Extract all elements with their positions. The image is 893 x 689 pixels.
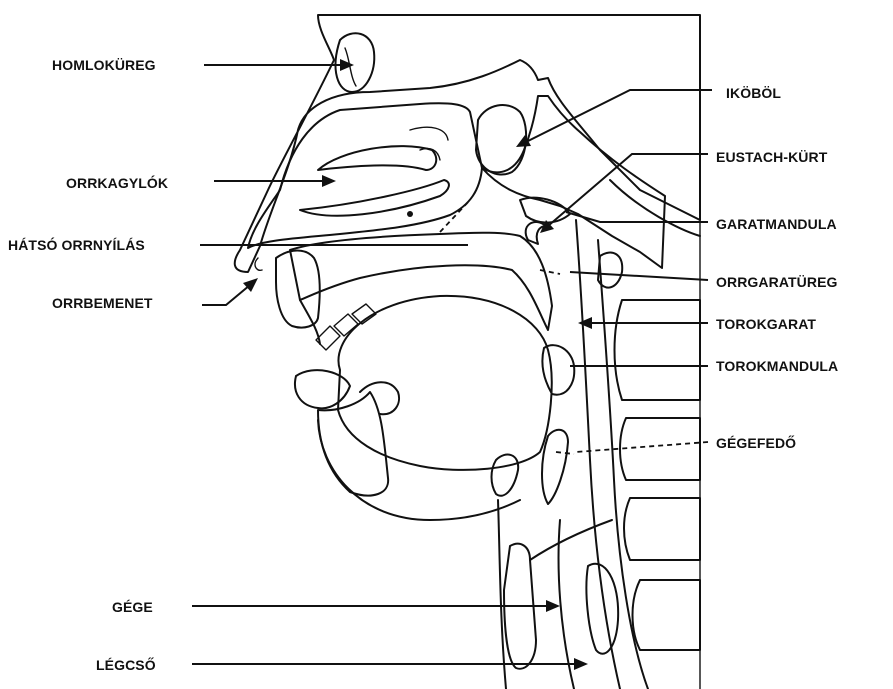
nasal-conchae (318, 146, 436, 170)
label-torokgarat: TOROKGARAT (578, 316, 816, 332)
label-text: EUSTACH-KÜRT (716, 149, 828, 165)
label-text: GÉGE (112, 599, 153, 615)
label-text: HOMLOKÜREG (52, 57, 156, 73)
larynx (492, 455, 519, 496)
palatine-tonsil (542, 345, 574, 395)
label-text: TOROKMANDULA (716, 358, 838, 374)
label-gege: GÉGE (112, 599, 560, 615)
label-torokmandula: TOROKMANDULA (570, 358, 838, 374)
label-text: GARATMANDULA (716, 216, 837, 232)
label-gegefedo: GÉGEFEDŐ (576, 434, 796, 452)
epiglottis (542, 430, 568, 504)
tongue (338, 296, 552, 470)
label-text: TOROKGARAT (716, 316, 816, 332)
sphenoid-sinus (476, 105, 526, 175)
label-text: IKÖBÖL (726, 85, 781, 101)
label-text: LÉGCSŐ (96, 656, 156, 673)
lower-lip (295, 370, 350, 408)
label-text: ORRGARATÜREG (716, 274, 838, 290)
label-homlokureg: HOMLOKÜREG (52, 57, 354, 73)
label-garatmandula: GARATMANDULA (566, 212, 837, 232)
nasal-cavity (248, 103, 482, 248)
label-text: HÁTSÓ ORRNYÍLÁS (8, 236, 145, 253)
label-text: ORRKAGYLÓK (66, 174, 168, 191)
label-orrkagylok: ORRKAGYLÓK (66, 174, 336, 191)
label-hatso-orrnyilas: HÁTSÓ ORRNYÍLÁS (8, 236, 468, 253)
label-legcso: LÉGCSŐ (96, 656, 588, 673)
upper-teeth (316, 304, 376, 350)
anatomy-drawing (235, 15, 700, 689)
label-text: GÉGEFEDŐ (716, 434, 796, 451)
label-orrbemenet: ORRBEMENET (52, 278, 258, 311)
palate (290, 233, 552, 330)
eustachian-tube-opening (526, 222, 546, 244)
cervical-spine (586, 180, 700, 689)
label-text: ORRBEMENET (52, 295, 153, 311)
